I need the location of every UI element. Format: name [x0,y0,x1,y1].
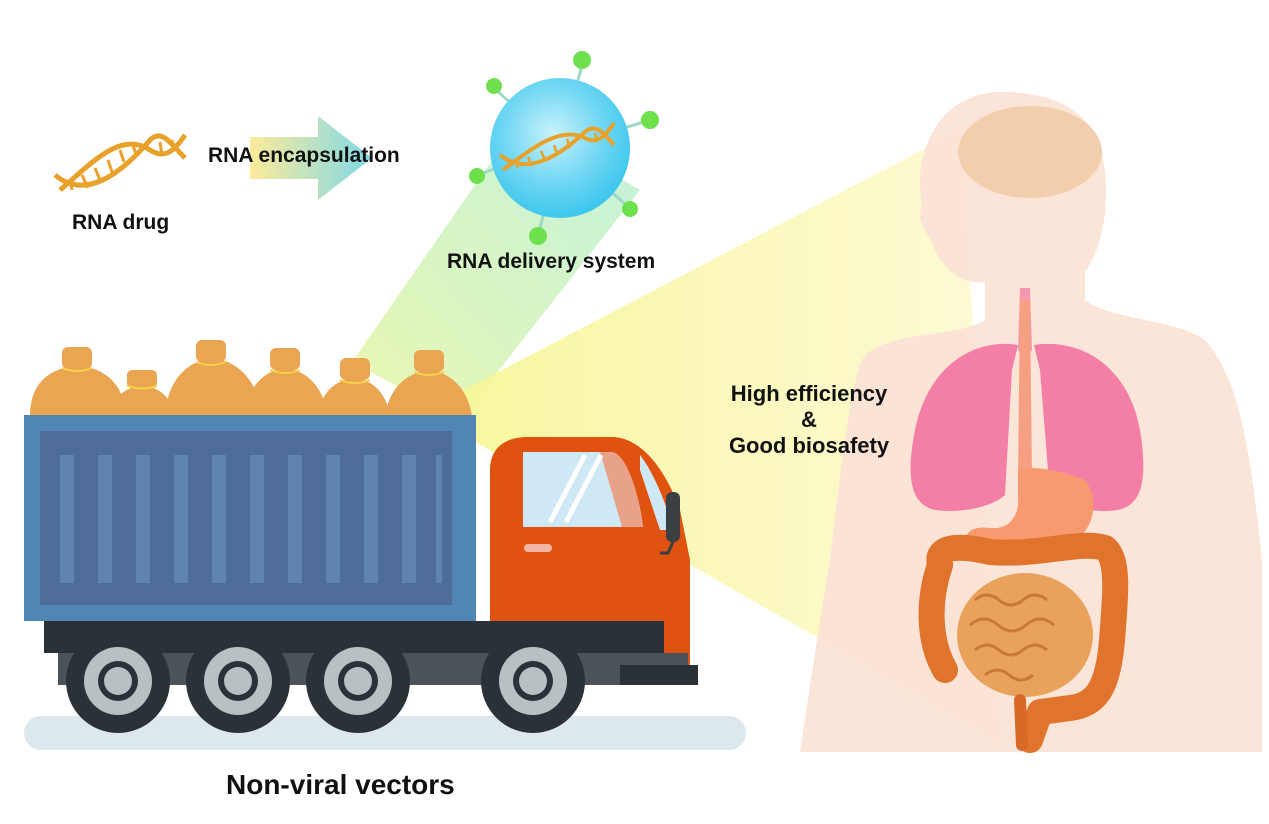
efficiency-line: High efficiency [730,381,888,406]
truck-cab [490,437,690,668]
road [24,716,746,750]
rna-delivery-system-label: RNA delivery system [447,250,656,273]
ampersand-line: & [801,407,817,432]
efficiency-biosafety-label: High efficiency & Good biosafety [718,381,900,459]
wheels [66,629,585,733]
truck-container [24,415,476,621]
cargo-bags [30,340,472,416]
bag-ties [61,361,445,390]
rna-encapsulation-label: RNA encapsulation [208,144,400,167]
intestines [918,532,1129,753]
rna-drug-label: RNA drug [72,211,170,234]
encapsulation-arrow [250,116,372,200]
stomach [966,300,1094,556]
biosafety-line: Good biosafety [728,433,890,458]
non-viral-vectors-title: Non-viral vectors [226,769,455,800]
rna-drug-icon [53,133,188,192]
nanoparticle-icon [469,51,659,245]
